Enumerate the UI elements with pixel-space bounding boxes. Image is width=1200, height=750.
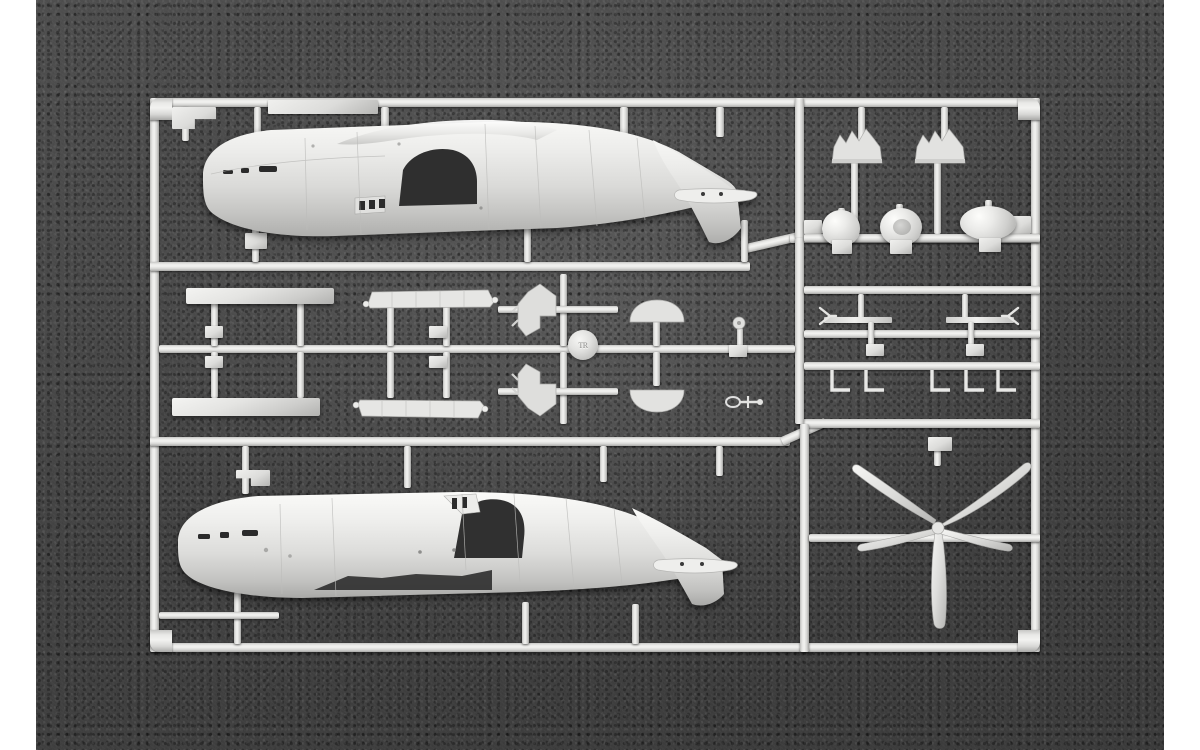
part-antenna-mast	[730, 316, 748, 332]
sprue-stub-upper-d	[620, 107, 628, 151]
letterbox-band-left	[0, 0, 36, 750]
sprue-stub-scoop-1	[858, 107, 865, 141]
sprue-rail-vertical-divider-2	[795, 238, 804, 424]
part-gear-rod-left-fork	[818, 306, 838, 326]
gate-post-lower-fuse-2	[522, 602, 529, 644]
part-gear-rod-right-fork	[1000, 306, 1020, 326]
part-strut-4	[962, 368, 988, 394]
part-strut-1	[828, 368, 854, 394]
part-strut-3	[928, 368, 954, 394]
sprue-stub-rod-2	[962, 294, 968, 322]
part-cowl-lower	[510, 356, 566, 418]
sprue-rail-bottom	[150, 643, 1040, 652]
sprue-rail-left	[150, 98, 159, 652]
sprue-stub-centre-1	[211, 300, 218, 346]
sprue-rail-right-bay3	[804, 286, 1040, 294]
gate-pad-upper-fuse-1	[245, 233, 267, 249]
sprue-stub-upper-e	[716, 107, 724, 137]
gate-pad-spinner-1	[832, 240, 852, 254]
sprue-stub-lower-b	[404, 446, 411, 488]
part-lower-fuselage-half	[162, 470, 762, 610]
sprue-stub-centre-6	[443, 300, 450, 346]
sprue-rail-top	[150, 98, 1040, 107]
letterbox-band-right	[1164, 0, 1200, 750]
part-gear-rod-left	[824, 317, 892, 323]
sprue-stub-fairing-2	[653, 352, 660, 386]
part-gear-rod-right	[946, 317, 1014, 323]
sprue-rail-vertical-divider	[795, 98, 804, 238]
sprue-corner-tl	[150, 98, 172, 120]
sprue-stub-lower-c	[600, 446, 607, 482]
sprue-stub-centre-3	[211, 352, 218, 398]
gate-pad-prop	[928, 437, 952, 451]
sprue-rail-vertical-divider-3	[800, 424, 809, 652]
sprue-stub-detail-1	[737, 328, 743, 348]
sprue-corner-bl	[150, 630, 172, 652]
part-propeller-4-blade	[838, 450, 1038, 630]
gate-pad-rod-2	[966, 344, 984, 356]
sprue-rail-right	[1031, 98, 1040, 652]
gate-post-rod-2	[968, 322, 974, 346]
sprue-rail-mid-lower-right	[800, 419, 1040, 428]
sprue-rail-cowl-h1	[498, 306, 618, 313]
part-radiator-scoop-right	[909, 125, 969, 165]
part-strut-2	[862, 368, 888, 394]
sprue-rail-mid-upper	[150, 262, 750, 271]
part-radiator-scoop-left	[826, 125, 886, 165]
gate-post-scoop-1	[851, 162, 858, 234]
sprue-stub-centre-8	[443, 352, 450, 398]
gate-post-scoop-2	[934, 162, 941, 234]
gate-post-prop	[934, 440, 941, 466]
sprue-rail-right-bay2-top	[804, 234, 1040, 242]
sprue-rail-lower-inner	[159, 612, 279, 619]
gate-post-rod-1	[868, 322, 874, 346]
gate-pad-spinner-3	[979, 238, 1001, 252]
sprue-logo-text: TR	[578, 340, 588, 350]
gate-pad-centre-1	[205, 326, 223, 338]
part-spinner-cone-3	[960, 206, 1016, 240]
gate-post-upper-fuse-1	[252, 200, 259, 262]
sprue-rail-right-bay5	[809, 534, 1040, 542]
sprue-rail-cowl-h2	[498, 388, 618, 395]
gate-pad-spinner-2	[890, 240, 912, 254]
gate-pad-centre-4	[429, 356, 447, 368]
part-fairing-upper	[628, 298, 686, 324]
gate-pad-centre-3	[429, 326, 447, 338]
part-fairing-lower	[628, 388, 686, 414]
gate-post-lower-fuse-3	[632, 604, 639, 644]
gate-pad-rod-1	[866, 344, 884, 356]
part-spinner-hub-detail	[893, 219, 911, 235]
part-horizontal-stabiliser-2	[172, 398, 320, 416]
sprue-tab-scoop-left	[804, 220, 822, 234]
sprue-rail-mid-lower	[150, 437, 790, 446]
sprue-corner-br	[1018, 630, 1040, 652]
part-upper-fuselage-half	[185, 108, 765, 248]
sprue-manufacturer-logo: TR	[568, 330, 598, 360]
gate-pad-detail-1	[729, 345, 747, 357]
gate-pad-centre-2	[205, 356, 223, 368]
sprue-stub-lower-d	[716, 446, 723, 476]
sprue-corner-tr	[1018, 98, 1040, 120]
sprue-stub-scoop-2	[941, 107, 948, 141]
part-elevator-panel-2	[348, 398, 489, 420]
part-pitot-tube	[724, 392, 764, 412]
sprue-stub-rod-1	[858, 294, 864, 322]
sprue-stub-centre-2	[297, 300, 304, 346]
part-strut-5	[994, 368, 1020, 394]
sprue-stub-centre-7	[387, 352, 394, 398]
sprue-stub-centre-4	[297, 352, 304, 398]
gate-post-upper-fuse-3	[741, 220, 748, 262]
sprue-rail-centre-horizontal	[159, 345, 795, 353]
gate-post-upper-fuse-2	[524, 212, 531, 262]
part-horizontal-stabiliser-1	[186, 288, 334, 304]
studio-backdrop	[36, 0, 1164, 750]
part-cowl-upper	[510, 282, 566, 344]
part-elevator-panel-1	[358, 288, 499, 310]
sprue-rail-right-bay4	[804, 362, 1040, 370]
sprue-stub-fairing-1	[653, 312, 660, 346]
sprue-stub-centre-5	[387, 300, 394, 346]
sprue-rail-right-bay3b	[804, 330, 1040, 338]
sprue-tab-upper-mid	[268, 100, 378, 114]
